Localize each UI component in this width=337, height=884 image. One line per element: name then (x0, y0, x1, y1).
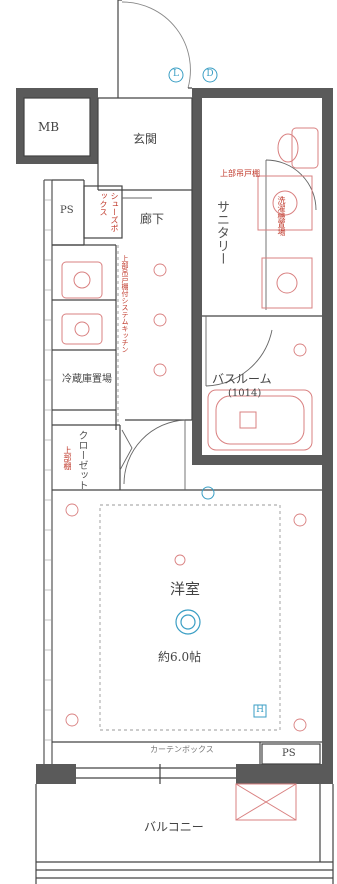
walls (16, 88, 333, 784)
interior-lines (23, 0, 334, 884)
room-corridor: 廊下 (140, 212, 165, 226)
room-size: 約6.0帖 (158, 650, 202, 664)
upper-door-label: 上部吊戸棚 (220, 169, 260, 178)
marker-h: H (256, 705, 264, 715)
room-entrance: 玄関 (133, 132, 158, 146)
washer-label: 洗濯機置場 (277, 196, 286, 236)
room-sanitary: サニタリー (214, 200, 229, 265)
room-ps-top: PS (60, 205, 74, 216)
door-arcs (119, 159, 317, 490)
ceiling-light (175, 609, 201, 635)
marker-l: L (173, 69, 179, 79)
marker-d: D (206, 69, 214, 79)
outlets (65, 263, 307, 732)
room-bathroom: バスルーム (212, 372, 272, 386)
room-mb: MB (38, 120, 60, 134)
fixtures (61, 127, 319, 821)
closet-shelf: 上部棚 (63, 446, 72, 470)
dashed-lines (99, 245, 281, 731)
room-balcony: バルコニー (144, 820, 204, 834)
left-wall (43, 179, 53, 764)
room-western: 洋室 (170, 580, 201, 598)
shoe-box-label: シューズボックス (99, 192, 119, 232)
fridge-label: 冷蔵庫置場 (62, 374, 112, 385)
room-closet: クローゼット (76, 430, 87, 490)
bathtub (207, 389, 313, 451)
room-ps-bottom: PS (282, 748, 296, 759)
markers (168, 67, 267, 718)
bath-size: (1014) (228, 388, 262, 399)
left-wall-hatch (44, 199, 52, 741)
curtain-box-label: カーテンボックス (150, 745, 214, 754)
kitchen-note: 上部吊戸棚付システムキッチン (121, 255, 129, 353)
